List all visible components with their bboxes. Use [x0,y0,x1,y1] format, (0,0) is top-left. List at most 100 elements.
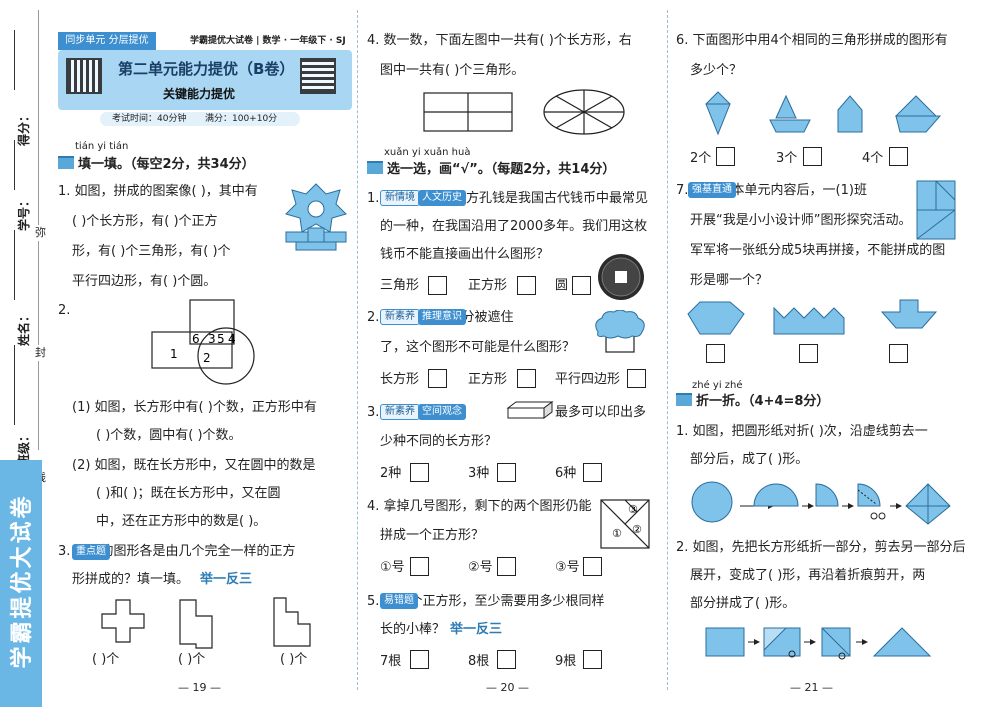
c5-link[interactable]: 举一反三 [450,622,503,637]
page-number-21: — 21 — [790,681,833,694]
q2-sub2-line-a: (2) 如图，既在长方形中，又在圆中的数是 [72,458,316,473]
c4-label-1: ① [612,527,622,540]
unit-title: 第二单元能力提优（B卷） [118,60,295,78]
c1-line3: 钱币不能直接画出什么图形？ [380,247,550,262]
f2-line3: 部分拼成了( )形。 [690,596,796,611]
c6-option-2: 2个 [690,151,712,166]
c7-checkbox-c[interactable] [889,344,908,363]
c1-checkbox-triangle[interactable] [428,276,447,295]
f2-line2: 展开，变成了( )形，再沿着折痕剪开，两 [690,568,926,583]
c4-option-2: ②号 [468,560,493,575]
f2-folding-steps [705,627,932,660]
c7-checkbox-b[interactable] [799,344,818,363]
venn-label-3: 3 [208,332,216,346]
q2-number: 2. [58,303,71,318]
c7-line2: 开展“我是小小设计师”图形探究活动。 [690,213,912,228]
q3-answer-1: ( )个 [92,652,120,667]
q2-venn-figure: 1 6 3 5 4 2 [151,299,255,385]
c4-line2: 拼成一个正方形？ [380,528,485,543]
q3-link[interactable]: 举一反三 [200,572,253,587]
section2-title: 选一选，画“√”。（每题2分，共14分） [367,161,615,178]
score-label: 得分： [17,109,32,147]
c5-checkbox-7[interactable] [410,650,429,669]
section3-pinyin: zhé yi zhé [692,380,743,391]
exam-info-bar [100,112,300,126]
c3-tag-literacy: 新素养 [380,404,420,420]
c4-checkbox-3[interactable] [583,557,602,576]
c3-checkbox-3[interactable] [497,463,516,482]
q3-tag: 重点题 [72,544,110,560]
venn-label-2: 2 [203,351,211,365]
ancient-coin-image [598,254,644,300]
section-icon [367,161,383,174]
q2-sub2-line-b: ( )和( )；既在长方形中，又在圆 [96,486,281,501]
c2-checkbox-rectangle[interactable] [428,369,447,388]
section1-title: 填一填。（每空2分，共34分） [58,156,255,173]
c3-line2: 少种不同的长方形？ [380,434,498,449]
c1-option-circle: 圆 [555,278,569,293]
venn-label-1: 1 [170,347,178,361]
c2-checkbox-parallelogram[interactable] [627,369,646,388]
c3-option-2: 2种 [380,466,402,481]
f2-line1: 2. 如图，先把长方形纸折一部分，剪去另一部分后 [676,540,966,555]
c1-number: 1. [367,191,380,206]
class-underline [14,345,15,425]
c5-checkbox-8[interactable] [497,650,516,669]
score-underline [14,30,15,90]
header-badge: 同步单元 分层提优 [58,32,156,50]
q3-answer-3: ( )个 [280,652,308,667]
c6-checkbox-3[interactable] [803,147,822,166]
c6-figures [705,91,942,136]
book-info: 学霸提优大试卷 | 数学 · 一年级下 · SJ [190,36,346,46]
unit-subtitle: 关键能力提优 [163,87,236,101]
c7-checkbox-a[interactable] [706,344,725,363]
c6-option-4: 4个 [862,151,884,166]
c3-line1-end: 最多可以印出多 [555,405,647,420]
page-number-19: — 19 — [178,681,221,694]
q2-sub2-line-c: 中，还在正方形中的数是( )。 [96,514,267,529]
c6-checkbox-2[interactable] [716,147,735,166]
q2-sub1-line-a: (1) 如图，长方形中有( )个数，正方形中有 [72,400,317,415]
q4-ellipse-figure [543,89,625,135]
c5-checkbox-9[interactable] [583,650,602,669]
c4-checkbox-1[interactable] [410,557,429,576]
c1-checkbox-square[interactable] [517,276,536,295]
series-title-banner: 学霸提优大试卷 [0,460,42,707]
c7-line3: 军军将一张纸分成5块再拼接，不能拼成的图 [690,243,946,258]
c3-checkbox-2[interactable] [410,463,429,482]
name-label: 姓名： [17,309,32,347]
c1-checkbox-circle[interactable] [572,276,591,295]
c4-label-2: ② [632,523,642,536]
c1-line2: 的一种，在我国沿用了2000多年。我们用这枚 [380,219,648,234]
c1-option-square: 正方形 [468,278,508,293]
section2-title-text: 选一选，画“√”。（每题2分，共14分） [387,162,616,177]
c3-checkbox-6[interactable] [583,463,602,482]
f1-line2: 部分后，成了( )形。 [690,452,809,467]
q3-line2: 形拼成的？填一填。 [72,572,190,587]
c6-checkbox-4[interactable] [889,147,908,166]
c7-options-figures [687,299,938,335]
qr-code-right [300,58,336,94]
c4-checkbox-2[interactable] [497,557,516,576]
c4-option-3: ③号 [555,560,580,575]
section3-title-text: 折一折。（4+4=8分） [696,394,830,409]
q4-line2: 图中一共有( )个三角形。 [380,63,525,78]
f1-folding-steps [691,481,951,525]
section2-pinyin: xuǎn yi xuǎn huà [384,147,471,158]
c2-checkbox-square[interactable] [517,369,536,388]
qr-code-left [66,58,102,94]
c6-line2: 多少个？ [690,63,743,78]
c5-option-8: 8根 [468,654,490,669]
q1-line2: ( )个长方形，有( )个正方 [72,214,218,229]
venn-label-5: 5 [217,332,225,346]
c6-line1: 6. 下面图形中用4个相同的三角形拼成的图形有 [676,33,948,48]
c5-option-9: 9根 [555,654,577,669]
c1-option-triangle: 三角形 [380,278,420,293]
seal-char-feng: 封 [35,345,46,361]
venn-label-6: 6 [192,332,200,346]
venn-label-4: 4 [228,332,236,346]
c1-tag-new-context: 新情境 [380,190,420,206]
q3-answer-2: ( )个 [178,652,206,667]
section-icon [58,156,74,169]
q4-line1: 4. 数一数，下面左图中一共有( )个长方形，右 [367,33,632,48]
